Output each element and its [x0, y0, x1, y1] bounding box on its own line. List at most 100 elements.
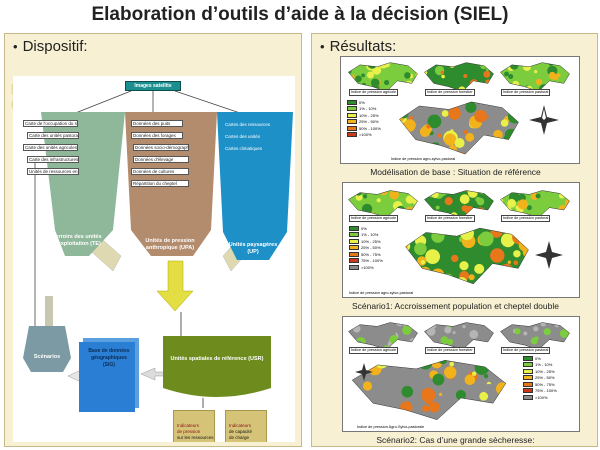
col2-row: Données des forages [131, 132, 183, 139]
legend-swatch [523, 394, 533, 400]
col1-row: Unités de ressources en eau [27, 168, 79, 175]
bullet: • [320, 39, 325, 54]
map-note: Indice de pression agro-sylvo-pastoral [349, 291, 414, 295]
legend-item: >100% [523, 394, 557, 401]
legend-label: 50% - 75% [361, 251, 381, 257]
legend-label: 0% [361, 225, 367, 231]
thumb-caption: Indice de pression forestier [425, 347, 475, 354]
scenarios-shape [23, 326, 71, 372]
thumb-pastoral: Indice de pression pastoral [499, 321, 571, 356]
legend-swatch [523, 368, 533, 374]
images-satellite-box: Images satellite [125, 81, 181, 91]
sig-box: Base de données géographiques (SIG) [79, 342, 135, 412]
caption-scenario-1: Scénario1: Accroissement population et c… [352, 301, 559, 311]
indicator-left-line: Indicateurs [177, 423, 200, 428]
resultats-heading: • Résultats: [320, 38, 396, 55]
indicator-left-line: de pression [177, 429, 201, 434]
col2-row: Données de cultures [131, 168, 189, 175]
col2-row: Répartition du cheptel [131, 180, 189, 187]
bullet: • [13, 39, 18, 54]
compass-icon [535, 241, 563, 274]
compass-icon [355, 363, 373, 386]
legend-item: 0% [523, 355, 557, 362]
legend-label: 50% - 75% [535, 381, 555, 387]
col1-row: Carte des infrastructures [27, 156, 79, 163]
legend-swatch [523, 375, 533, 381]
legend-swatch [347, 112, 357, 118]
legend-item: 10% - 25% [347, 112, 381, 119]
legend-label: 10% - 25% [361, 238, 381, 244]
legend-label: >100% [361, 264, 374, 270]
thumb-caption: Indice de pression agricole [349, 347, 399, 354]
map-note: Indice de pression Agro-Sylvo-pastorale [357, 425, 425, 429]
images-satellite-label: Images satellite [134, 83, 172, 89]
col3-row: Cartes des unités [225, 134, 261, 139]
map-scenario-1: Indice de pression agricole Indice de pr… [342, 182, 580, 298]
legend-item: >100% [347, 132, 381, 139]
thumb-caption: Indice de pression forestier [425, 215, 475, 222]
legend-label: 10% - 25% [535, 368, 555, 374]
legend-item: 0% [347, 99, 381, 106]
legend-item: 25% - 50% [523, 375, 557, 382]
caption-reference: Modélisation de base : Situation de réfé… [370, 167, 541, 177]
col3-row: Cartes climatiques [225, 146, 263, 151]
legend-swatch [347, 119, 357, 125]
indicator-left-line: sur les ressources [177, 435, 214, 440]
legend-label: 1% - 10% [535, 362, 553, 368]
legend-item: 25% - 50% [347, 119, 381, 126]
usr-label: Unités spatiales de référence (USR) [170, 356, 264, 362]
thumb-pastoral: Indice de pression pastoral [499, 189, 571, 224]
thumb-agricole: Indice de pression agricole [347, 61, 419, 98]
slide-title: Elaboration d’outils d’aide à la décisio… [91, 4, 509, 25]
indicator-right-line: de charge [229, 435, 250, 440]
dispositif-heading-text: Dispositif: [22, 38, 88, 55]
thumb-forestier: Indice de pression forestier [423, 61, 495, 98]
legend-swatch [349, 258, 359, 264]
legend-swatch [347, 125, 357, 131]
compass-icon [529, 105, 559, 140]
legend-item: 1% - 10% [347, 106, 381, 113]
legend-label: 0% [535, 355, 541, 361]
thumb-forestier: Indice de pression forestier [423, 321, 495, 356]
thumb-caption: Indice de pression pastoral [501, 215, 551, 222]
caption-scenario-2: Scénario2: Cas d’une grande sècheresse: [376, 435, 535, 445]
legend-swatch [523, 381, 533, 387]
legend-label: 50% - 100% [359, 125, 381, 131]
map-main [349, 357, 509, 428]
map-main [397, 99, 521, 162]
legend-label: 75% - 100% [361, 258, 383, 264]
col2-row: Données des puits [131, 120, 183, 127]
col1-row: Carte de l'occupation du sol [23, 120, 78, 127]
legend-swatch [347, 99, 357, 105]
resultats-panel: • Résultats: Indice de pression agricole … [311, 33, 598, 447]
sig-label: Base de données géographiques (SIG) [88, 348, 130, 368]
legend-label: 0% [359, 99, 365, 105]
legend-item: 1% - 10% [349, 232, 383, 239]
thumb-agricole: Indice de pression agricole [347, 321, 419, 356]
legend-label: 25% - 50% [535, 375, 555, 381]
indicator-box-right: Indicateurs de capacité de charge [225, 410, 267, 442]
col2-row: Données socio-démographiques [133, 144, 189, 151]
resultats-heading-text: Résultats: [329, 38, 397, 55]
legend-swatch [347, 132, 357, 138]
legend-label: 25% - 50% [361, 245, 381, 251]
legend-item: 10% - 25% [523, 368, 557, 375]
map-legend: 0%1% - 10%10% - 25%25% - 50%50% - 75%75%… [523, 355, 557, 401]
map-reference: Indice de pression agricole Indice de pr… [340, 56, 580, 164]
dispositif-heading: • Dispositif: [13, 38, 88, 55]
col2-label: Unités de pression anthropique (UPA) [145, 238, 195, 251]
legend-swatch [523, 362, 533, 368]
legend-label: 25% - 50% [359, 119, 379, 125]
legend-label: >100% [359, 132, 372, 138]
legend-item: 1% - 10% [523, 362, 557, 369]
thumb-caption: Indice de pression forestier [425, 89, 475, 96]
indicator-box-left: Indicateurs de pression sur les ressourc… [173, 410, 215, 442]
thumb-caption: Indice de pression agricole [349, 89, 399, 96]
thumb-forestier: Indice de pression forestier [423, 189, 495, 224]
legend-label: 1% - 10% [361, 232, 379, 238]
legend-swatch [349, 225, 359, 231]
map-main [403, 225, 531, 292]
thumb-pastoral: Indice de pression pastoral [499, 61, 571, 98]
thumb-caption: Indice de pression agricole [349, 215, 399, 222]
indicator-right-line: Indicateurs [229, 423, 252, 428]
